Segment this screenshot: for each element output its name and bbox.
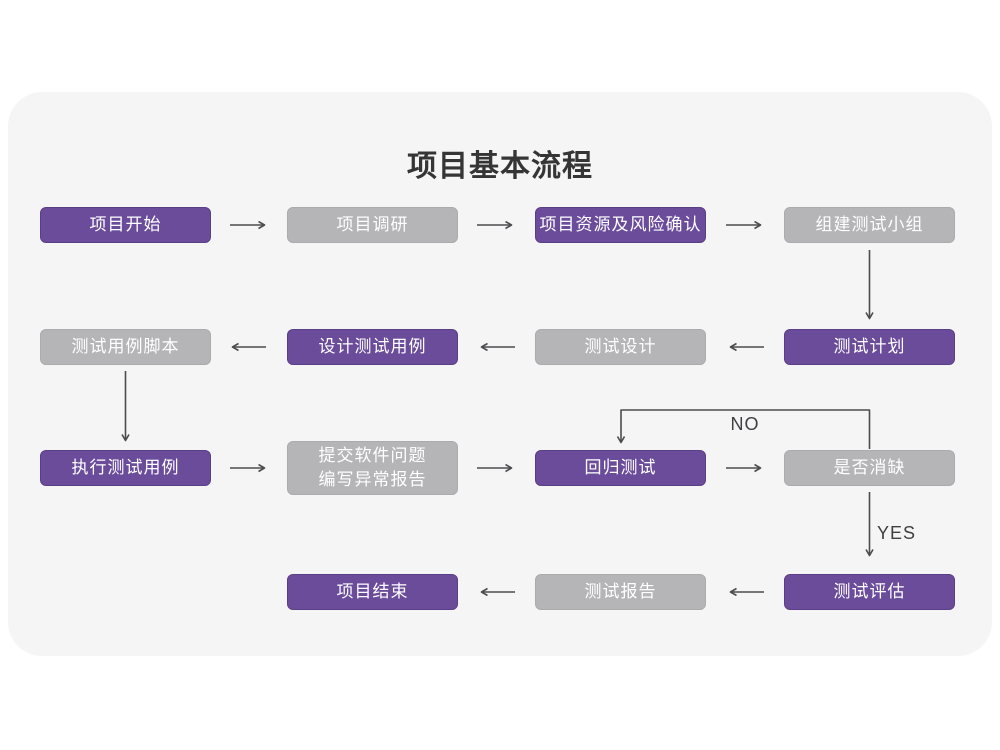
node-execute-test-case: 执行测试用例 xyxy=(40,450,211,486)
node-defect-cleared: 是否消缺 xyxy=(784,450,955,486)
flowchart-card xyxy=(8,92,992,656)
node-build-test-team: 组建测试小组 xyxy=(784,207,955,243)
node-test-case-script: 测试用例脚本 xyxy=(40,329,211,365)
edge-label-yes: YES xyxy=(877,523,917,543)
node-test-report: 测试报告 xyxy=(535,574,706,610)
node-design-test-case: 设计测试用例 xyxy=(287,329,458,365)
node-test-plan: 测试计划 xyxy=(784,329,955,365)
edge-label-no: NO xyxy=(730,414,760,434)
node-project-research: 项目调研 xyxy=(287,207,458,243)
node-regression-test: 回归测试 xyxy=(535,450,706,486)
node-resources-risk: 项目资源及风险确认 xyxy=(535,207,706,243)
node-test-evaluation: 测试评估 xyxy=(784,574,955,610)
node-test-design: 测试设计 xyxy=(535,329,706,365)
node-project-start: 项目开始 xyxy=(40,207,211,243)
diagram-title: 项目基本流程 xyxy=(407,150,593,183)
node-submit-issues-report: 提交软件问题 编写异常报告 xyxy=(287,441,458,495)
node-project-end: 项目结束 xyxy=(287,574,458,610)
